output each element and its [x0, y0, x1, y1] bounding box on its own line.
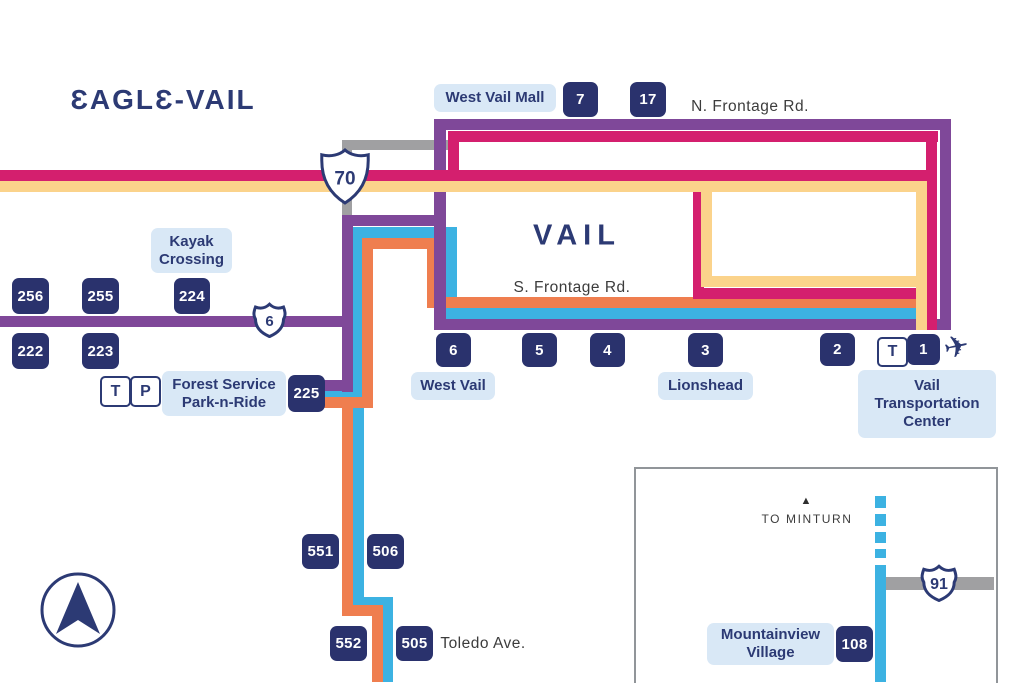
route-segment-orange [372, 605, 383, 682]
place-label-line: Lionshead [667, 377, 743, 395]
svg-text:70: 70 [334, 168, 355, 189]
place-label-line: Village [746, 644, 795, 661]
road-label-n-frontage-rd: N. Frontage Rd. [691, 98, 809, 115]
route-segment-pink [448, 131, 938, 142]
route-segment-cyan [353, 597, 393, 608]
place-label-line: Mountainview [720, 626, 821, 644]
route-segment-cyan [875, 565, 886, 682]
place-label-line: Park-n-Ride [181, 393, 267, 411]
route-segment-orange [342, 605, 383, 616]
stop-marker-505: 505 [396, 626, 433, 661]
vail-title: VAIL [533, 219, 621, 252]
route-segment-purple [434, 319, 951, 330]
route-segment-orange [427, 297, 918, 308]
us-route-6-shield-icon: 6 [252, 302, 287, 338]
road-label-s-frontage-rd: S. Frontage Rd. [513, 279, 631, 296]
eagle-vail-title: ƐAGLƐ-VAIL [70, 84, 256, 115]
route-segment-cyan [353, 227, 364, 608]
road-label-toledo-ave: Toledo Ave. [440, 635, 526, 652]
stop-marker-7: 7 [563, 82, 598, 117]
road-label-to-minturn: TO MINTURN [761, 512, 853, 526]
route-segment-purple [342, 215, 353, 392]
interstate-70-shield-icon: 70 [318, 148, 372, 205]
stop-marker-17: 17 [630, 82, 666, 117]
parking-icon: P [130, 376, 161, 407]
route-segment-cyan [352, 227, 457, 238]
place-label-line: Vail [914, 377, 940, 395]
stop-marker-108: 108 [836, 626, 873, 662]
place-label-lionshead: Lionshead [658, 372, 753, 400]
stop-marker-3: 3 [688, 333, 723, 367]
svg-text:91: 91 [930, 576, 948, 593]
place-label-west-vail-mall: West Vail Mall [434, 84, 556, 112]
route-segment-pink [926, 131, 937, 330]
route-segment-cyan [875, 496, 886, 508]
route-segment-yellow [701, 276, 927, 287]
stop-marker-255: 255 [82, 278, 119, 314]
stop-marker-2: 2 [820, 333, 855, 366]
route-segment-cyan [324, 388, 364, 399]
route-segment-cyan [382, 597, 393, 682]
airport-icon: ✈ [940, 328, 973, 367]
transit-icon: T [100, 376, 131, 407]
route-segment-orange [427, 238, 438, 308]
route-segment-purple [342, 215, 446, 226]
route-segment-pink [693, 288, 937, 299]
place-label-line: Kayak [169, 232, 214, 250]
us-route-91-shield-icon: 91 [920, 564, 958, 602]
stop-marker-224: 224 [174, 278, 210, 314]
route-segment-yellow [0, 181, 927, 192]
route-segment-gray [342, 140, 457, 150]
place-label-west-vail: West Vail [411, 372, 495, 400]
route-segment-cyan [875, 549, 886, 558]
stop-marker-6: 6 [436, 333, 471, 367]
route-segment-purple [434, 119, 951, 130]
svg-text:6: 6 [265, 313, 273, 330]
route-segment-yellow [916, 186, 927, 330]
route-segment-cyan [875, 514, 886, 526]
stop-marker-225: 225 [288, 375, 325, 412]
stop-marker-552: 552 [330, 626, 367, 661]
place-label-line: West Vail Mall [445, 89, 545, 107]
place-label-line: Forest Service [172, 375, 276, 393]
route-segment-purple [0, 316, 353, 327]
route-segment-cyan [446, 308, 918, 319]
route-segment-pink [0, 170, 937, 181]
stop-marker-4: 4 [590, 333, 625, 367]
route-segment-purple [940, 119, 951, 330]
stop-marker-223: 223 [82, 333, 119, 369]
route-segment-yellow [701, 187, 712, 287]
place-label-line: West Vail [420, 377, 486, 395]
place-label-line: Crossing [158, 250, 224, 268]
route-segment-cyan [875, 532, 886, 543]
stop-marker-551: 551 [302, 534, 339, 569]
stop-marker-5: 5 [522, 333, 557, 367]
route-segment-purple [324, 380, 348, 391]
route-segment-orange [362, 238, 373, 408]
compass-north-icon [38, 570, 118, 655]
minturn-direction-triangle-icon: ▲ [800, 495, 812, 507]
route-segment-pink [448, 131, 459, 181]
stop-marker-506: 506 [367, 534, 404, 569]
place-label-line: Center [903, 412, 951, 430]
route-segment-orange [342, 397, 353, 616]
stop-marker-256: 256 [12, 278, 49, 314]
stop-marker-222: 222 [12, 333, 49, 369]
route-segment-orange [362, 238, 438, 249]
stop-marker-1: 1 [907, 334, 940, 365]
route-segment-pink [693, 175, 704, 299]
place-label-line: Transportation [874, 395, 980, 413]
transit-icon: T [877, 337, 908, 367]
route-segment-cyan [446, 227, 457, 319]
